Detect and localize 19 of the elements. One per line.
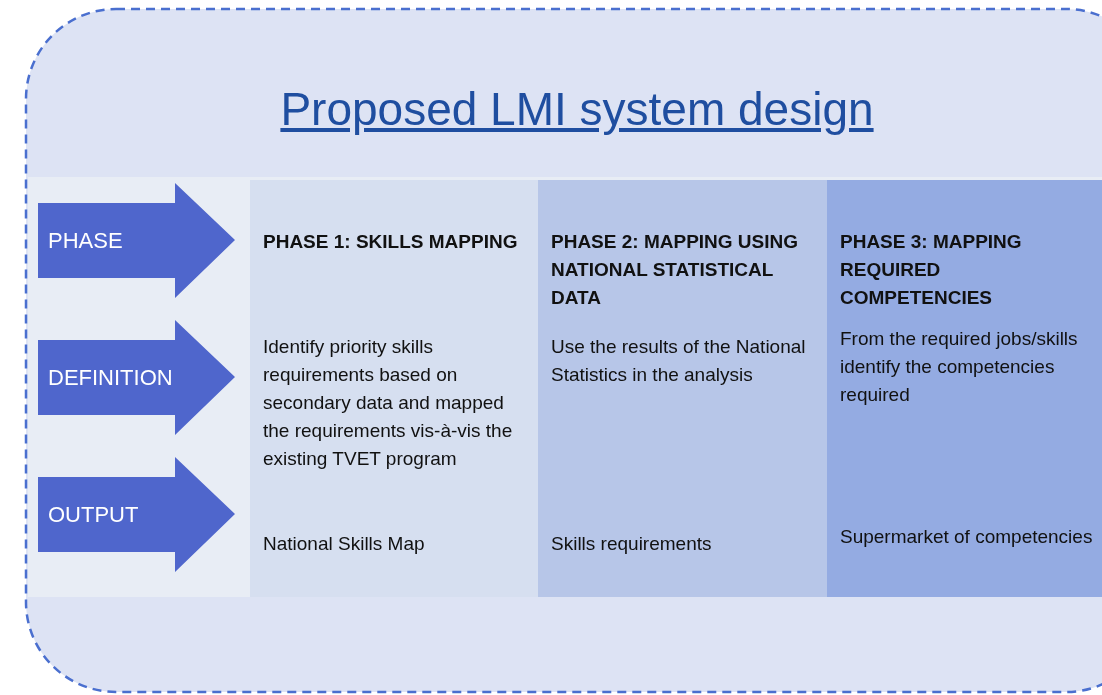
arrow-shape	[38, 457, 235, 572]
row-label: DEFINITION	[48, 364, 173, 392]
column-panel	[538, 180, 827, 597]
row-label: OUTPUT	[48, 501, 139, 529]
arrow-shape	[38, 320, 235, 435]
output-text: Supermarket of competencies	[840, 525, 1094, 549]
phase-heading: PHASE 3: MAPPING REQUIRED COMPETENCIES	[840, 230, 1023, 310]
definition-text: Identify priority skills requirements based on secondary data and mapped the requirements vis-à-vis the existing TVET program	[263, 335, 514, 471]
definition-text: From the required jobs/skills identify the competencies required	[840, 327, 1079, 407]
phase-heading: PHASE 1: SKILLS MAPPING	[263, 230, 519, 254]
arrow-shape	[38, 183, 235, 298]
column-panel	[827, 180, 1102, 597]
output-text: National Skills Map	[263, 532, 426, 556]
title: Proposed LMI system design	[280, 83, 874, 135]
output-text: Skills requirements	[551, 532, 713, 556]
definition-text: Use the results of the National Statistics in the analysis	[551, 335, 807, 387]
column-panel	[250, 180, 538, 597]
row-label: PHASE	[48, 227, 123, 255]
phase-heading: PHASE 2: MAPPING USING NATIONAL STATISTICAL DATA	[551, 230, 800, 310]
